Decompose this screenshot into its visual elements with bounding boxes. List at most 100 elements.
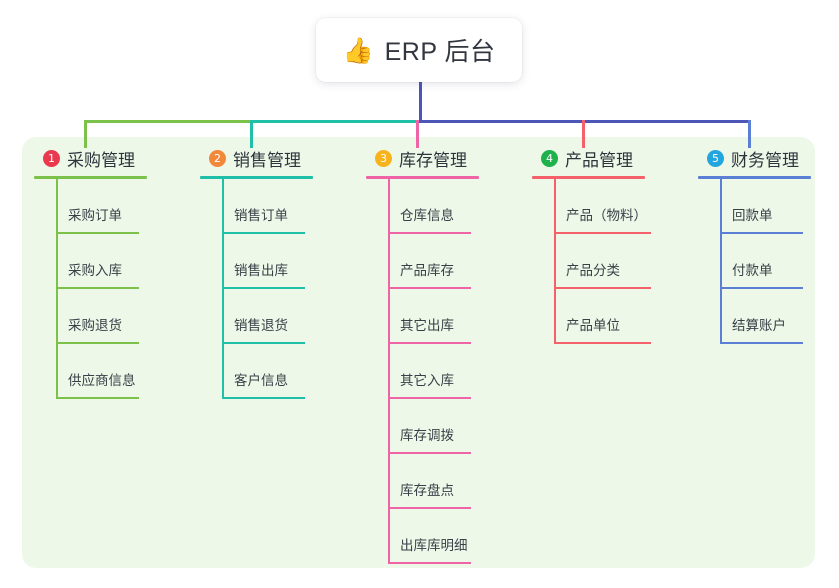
branch-items-4: 产品（物料） 产品分类产品单位 <box>532 179 651 344</box>
branch-item-rule <box>388 342 471 344</box>
branch-item-label: 库存盘点 <box>400 483 454 498</box>
branch-item-label: 销售订单 <box>234 208 288 223</box>
branch-item[interactable]: 库存盘点 <box>366 454 479 509</box>
branch-item-label: 结算账户 <box>732 318 786 333</box>
branch-items-1: 采购订单采购入库采购退货供应商信息 <box>34 179 147 399</box>
branch-item[interactable]: 产品单位 <box>532 289 651 344</box>
branch-item-label: 其它出库 <box>400 318 454 333</box>
branch-item[interactable]: 回款单 <box>698 179 811 234</box>
branch-item[interactable]: 采购退货 <box>34 289 147 344</box>
branch-item[interactable]: 采购入库 <box>34 234 147 289</box>
branch-badge-5: 5 <box>707 149 724 167</box>
branch-item-rule <box>56 342 139 344</box>
branch-title-4: 产品管理 <box>565 150 633 170</box>
branch-item[interactable]: 供应商信息 <box>34 344 147 399</box>
branch-header-3[interactable]: 3 库存管理 <box>366 146 479 170</box>
branch-item-rule <box>222 342 305 344</box>
connector-drop-3 <box>416 120 419 148</box>
root-node-title: ERP 后台 <box>384 38 496 66</box>
branch-item[interactable]: 其它入库 <box>366 344 479 399</box>
connector-root-trunk <box>419 82 422 123</box>
branch-badge-2: 2 <box>209 149 226 167</box>
branch-item[interactable]: 销售出库 <box>200 234 313 289</box>
branch-item-label: 其它入库 <box>400 373 454 388</box>
connector-drop-2 <box>250 120 253 148</box>
branch-item-rule <box>388 232 471 234</box>
branch-item[interactable]: 产品分类 <box>532 234 651 289</box>
branch-item-label: 采购退货 <box>68 318 122 333</box>
branch-item-label: 产品库存 <box>400 263 454 278</box>
branch-item-label: 库存调拨 <box>400 428 454 443</box>
branch-items-3: 仓库信息产品库存其它出库其它入库库存调拨库存盘点出库库明细 <box>366 179 479 564</box>
branch-header-4[interactable]: 4 产品管理 <box>532 146 645 170</box>
branch-badge-3: 3 <box>375 149 392 167</box>
branch-item-rule <box>56 232 139 234</box>
branch-item-label: 付款单 <box>732 263 773 278</box>
branch-item-rule <box>388 507 471 509</box>
root-node-erp-backend[interactable]: 👍 ERP 后台 <box>316 18 522 82</box>
branch-item-rule <box>222 287 305 289</box>
branch-item[interactable]: 付款单 <box>698 234 811 289</box>
branch-title-3: 库存管理 <box>399 150 467 170</box>
branch-title-2: 销售管理 <box>233 150 301 170</box>
branch-item[interactable]: 销售订单 <box>200 179 313 234</box>
connector-bus-segment-1 <box>84 120 253 123</box>
branch-spine-2 <box>222 179 224 399</box>
branch-spine-3 <box>388 179 390 564</box>
branch-item-label: 产品单位 <box>566 318 620 333</box>
branch-item[interactable]: 客户信息 <box>200 344 313 399</box>
branch-badge-4: 4 <box>541 149 558 167</box>
branch-title-1: 采购管理 <box>67 150 135 170</box>
branch-item-rule <box>720 232 803 234</box>
branch-header-rule-2 <box>200 176 313 179</box>
branch-item-label: 回款单 <box>732 208 773 223</box>
branch-item[interactable]: 销售退货 <box>200 289 313 344</box>
branch-item-label: 产品分类 <box>566 263 620 278</box>
branch-header-rule-5 <box>698 176 811 179</box>
branch-item[interactable]: 其它出库 <box>366 289 479 344</box>
diagram-background-panel <box>22 137 815 568</box>
branch-item-rule <box>388 452 471 454</box>
branch-item-rule <box>56 287 139 289</box>
branch-item-rule <box>554 287 651 289</box>
branch-item-rule <box>56 397 139 399</box>
branch-item-label: 采购订单 <box>68 208 122 223</box>
branch-column-4: 4 产品管理产品（物料） 产品分类产品单位 <box>532 146 651 344</box>
connector-bus-segment-2 <box>250 120 419 123</box>
branch-column-2: 2 销售管理销售订单销售出库销售退货客户信息 <box>200 146 313 399</box>
branch-item-label: 仓库信息 <box>400 208 454 223</box>
branch-item-rule <box>388 562 471 564</box>
connector-drop-4 <box>582 120 585 148</box>
branch-item-rule <box>222 232 305 234</box>
connector-drop-5 <box>748 120 751 148</box>
branch-header-rule-3 <box>366 176 479 179</box>
branch-item-rule <box>554 232 651 234</box>
branch-column-3: 3 库存管理仓库信息产品库存其它出库其它入库库存调拨库存盘点出库库明细 <box>366 146 479 564</box>
branch-column-5: 5 财务管理回款单付款单结算账户 <box>698 146 811 344</box>
branch-item-rule <box>554 342 651 344</box>
branch-item[interactable]: 仓库信息 <box>366 179 479 234</box>
branch-item-rule <box>388 397 471 399</box>
branch-title-5: 财务管理 <box>731 150 799 170</box>
branch-spine-4 <box>554 179 556 344</box>
thumbs-up-icon: 👍 <box>342 36 374 65</box>
branch-item-rule <box>720 287 803 289</box>
branch-header-rule-4 <box>532 176 645 179</box>
branch-item-label: 销售出库 <box>234 263 288 278</box>
branch-item-label: 供应商信息 <box>68 373 136 388</box>
branch-item-rule <box>388 287 471 289</box>
branch-item[interactable]: 产品库存 <box>366 234 479 289</box>
branch-item[interactable]: 出库库明细 <box>366 509 479 564</box>
branch-header-2[interactable]: 2 销售管理 <box>200 146 313 170</box>
branch-item-label: 产品（物料） <box>566 208 647 223</box>
branch-item[interactable]: 采购订单 <box>34 179 147 234</box>
branch-item-label: 客户信息 <box>234 373 288 388</box>
branch-header-5[interactable]: 5 财务管理 <box>698 146 811 170</box>
branch-item-rule <box>222 397 305 399</box>
branch-item[interactable]: 结算账户 <box>698 289 811 344</box>
branch-header-rule-1 <box>34 176 147 179</box>
branch-item[interactable]: 产品（物料） <box>532 179 651 234</box>
branch-item[interactable]: 库存调拨 <box>366 399 479 454</box>
